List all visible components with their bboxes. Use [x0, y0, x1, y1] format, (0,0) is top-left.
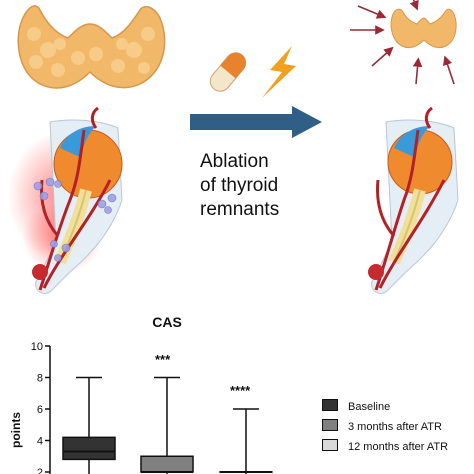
small-thyroid-gland-icon: [350, 0, 457, 85]
legend-swatch-baseline: [322, 399, 338, 411]
legend-item-3-months: 3 months after ATR: [322, 419, 442, 433]
y-axis-label: points: [9, 412, 23, 448]
healthy-eye-orbit-icon: [368, 106, 459, 295]
lightning-bolt-icon: [262, 46, 296, 98]
legend-item-baseline: Baseline: [322, 399, 390, 413]
series-1-box: [140, 455, 194, 473]
capsule-pill-icon: [209, 52, 247, 92]
y-tick-label-2: 2: [37, 467, 43, 474]
significance-label-3-months: ***: [155, 351, 171, 367]
chart-title: CAS: [152, 314, 182, 330]
legend-label-12-months: 12 months after ATR: [348, 441, 449, 453]
right-arrow-icon: [190, 106, 322, 138]
legend-swatch-12-months: [322, 439, 338, 451]
thyroid-gland-icon: [17, 5, 166, 89]
y-tick-label-8: 8: [37, 373, 43, 385]
y-tick-label-4: 4: [37, 436, 43, 448]
inflamed-eye-orbit-icon: [8, 106, 123, 295]
caption-line-1: Ablation: [200, 151, 269, 172]
ablation-caption: Ablation of thyroid remnants: [200, 150, 279, 222]
significance-label-12-months: ****: [230, 383, 251, 398]
legend-item-12-months: 12 months after ATR: [322, 439, 448, 453]
caption-line-2: of thyroid: [200, 175, 279, 196]
y-tick-label-10: 10: [31, 341, 43, 353]
legend-swatch-3-months: [322, 419, 338, 431]
legend-label-3-months: 3 months after ATR: [348, 421, 442, 433]
legend-label-baseline: Baseline: [348, 401, 391, 413]
caption-line-3: remnants: [200, 199, 280, 220]
series-0-box: [62, 436, 116, 461]
y-tick-label-6: 6: [37, 404, 43, 416]
